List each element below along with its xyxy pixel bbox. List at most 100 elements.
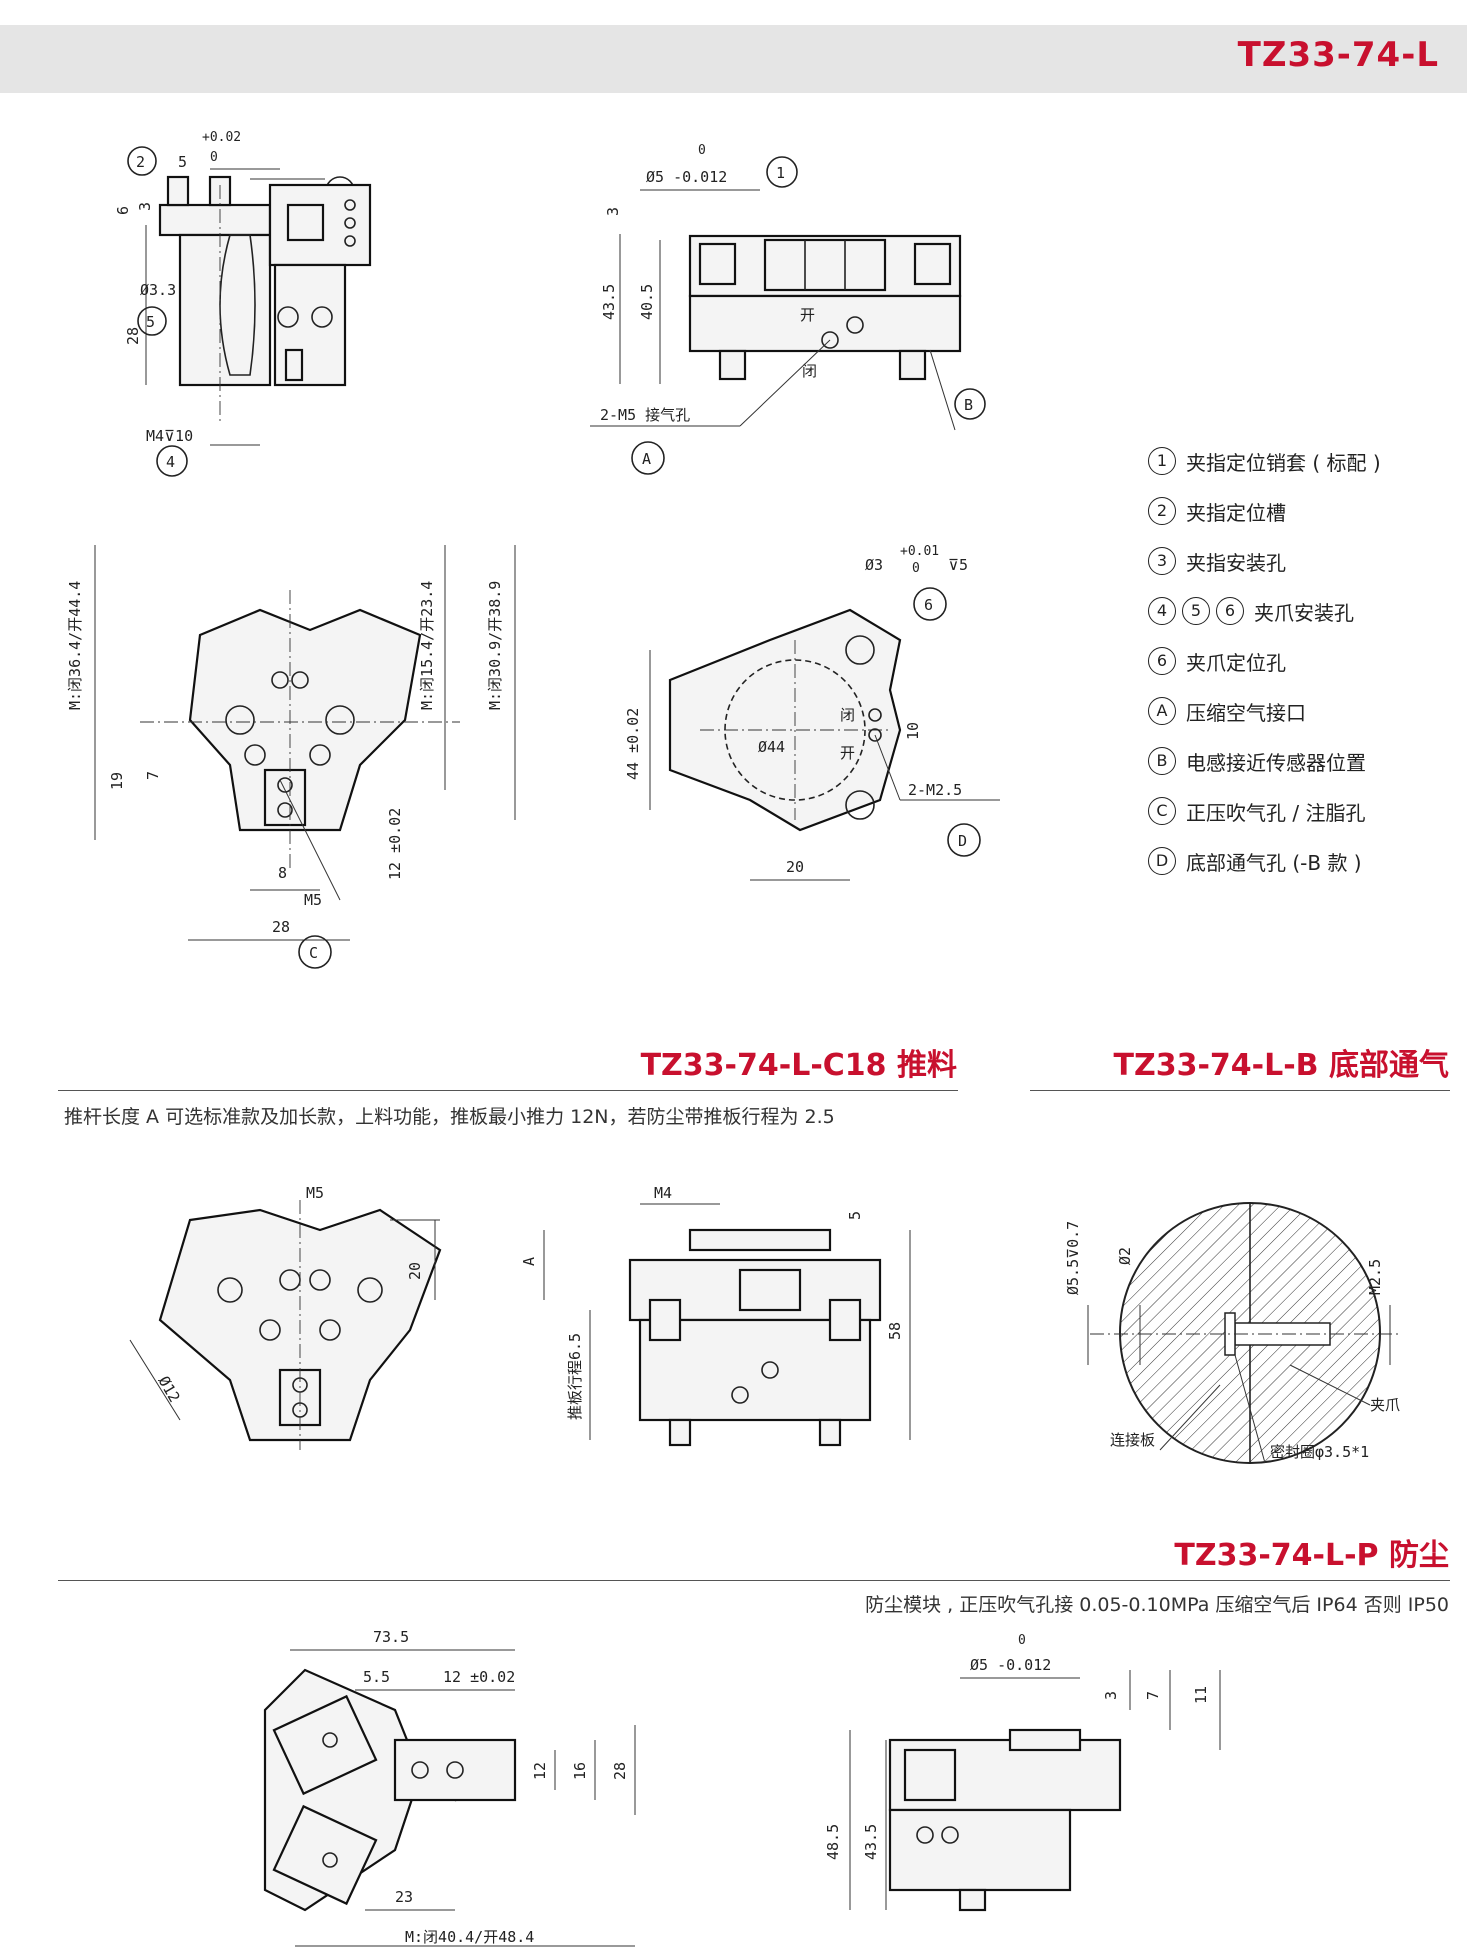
label-m5: M5: [304, 891, 322, 909]
legend-mark: 6: [1148, 647, 1176, 675]
label-seal: 密封圈φ3.5*1: [1270, 1443, 1369, 1461]
dim-48-5: 48.5: [824, 1824, 842, 1860]
dim-44-tol: 44 ±0.02: [624, 708, 642, 780]
legend-item: A 压缩空气接口: [1148, 686, 1448, 736]
dim-5: 5: [846, 1211, 864, 1220]
drawing-bottom-view: +0.01 0 Ø3 ⊽5 6 44 ±0.02 闭 开 Ø44 10 2-M2…: [624, 544, 1000, 881]
label-jaw: 夹爪: [1370, 1396, 1400, 1414]
dim-10: 10: [904, 722, 922, 740]
legend-mark: 4: [1148, 597, 1176, 625]
dim-12: 12: [531, 1762, 549, 1780]
dim-43-5: 43.5: [600, 284, 618, 320]
legend-mark: 2: [1148, 497, 1176, 525]
dim-8: 8: [278, 864, 287, 882]
dim-43-5: 43.5: [862, 1824, 880, 1860]
legend-item: B 电感接近传感器位置: [1148, 736, 1448, 786]
legend-label: 电感接近传感器位置: [1186, 750, 1366, 775]
label-closed: 闭: [802, 362, 817, 380]
dim-12-tol: 12 ±0.02: [443, 1668, 515, 1686]
section-desc-p: 防尘模块 , 正压吹气孔接 0.05-0.10MPa 压缩空气后 IP64 否则…: [865, 1594, 1449, 1616]
label-m5: M5: [306, 1184, 324, 1202]
legend-label: 压缩空气接口: [1186, 700, 1306, 725]
section-title-c18: TZ33-74-L-C18 推料: [640, 1048, 957, 1083]
dim-73-5: 73.5: [373, 1628, 409, 1646]
label-m4-depth: M4⊽10: [146, 427, 193, 445]
dim-7: 7: [1144, 1691, 1162, 1700]
dim-phi-3: Ø3: [865, 556, 883, 574]
drawing-p-top: 73.5 5.5 12 ±0.02 12 16 28 23 M:闭40.4/开4…: [263, 1628, 636, 1947]
section-rule-b: [1030, 1090, 1450, 1091]
drawing-p-side: 0 Ø5 -0.012 3 7 11 48.5 43.5: [824, 1633, 1221, 1912]
legend-mark: C: [1148, 797, 1176, 825]
tol-plus: +0.02: [202, 130, 241, 145]
legend-mark: B: [1148, 747, 1176, 775]
legend: 1 夹指定位销套 ( 标配 ) 2 夹指定位槽 3 夹指安装孔 4 5 6 夹爪…: [1148, 436, 1448, 886]
label-2-m5: 2-M5 接气孔: [600, 406, 690, 424]
drawing-c18-top: M5 20 Ø12: [129, 1184, 442, 1450]
legend-label: 底部通气孔 (-B 款 ): [1186, 850, 1362, 875]
dim-m-30-9: M:闭30.9/开38.9: [486, 581, 504, 710]
callout-6: 6: [924, 596, 933, 614]
drawing-front-view: 0 Ø5 -0.012 1 3 43.5 40.5 开 闭 2-M5 接气孔 B…: [590, 143, 986, 475]
dim-20: 20: [406, 1262, 424, 1280]
legend-label: 夹爪定位孔: [1186, 650, 1286, 675]
callout-C: C: [309, 944, 318, 962]
tol-zero: 0: [698, 143, 706, 158]
legend-label: 夹指安装孔: [1186, 550, 1286, 575]
label-open: 开: [840, 744, 855, 762]
callout-B: B: [964, 396, 973, 414]
tol-plus: +0.01: [900, 544, 939, 559]
section-title-p: TZ33-74-L-P 防尘: [1174, 1538, 1449, 1573]
dim-20: 20: [786, 858, 804, 876]
page-title: TZ33-74-L: [1237, 35, 1439, 75]
dim-phi-12: Ø12: [155, 1373, 184, 1405]
dim-23: 23: [395, 1888, 413, 1906]
dim-6: 6: [114, 206, 132, 215]
dim-phi-5-5: Ø5.5⊽0.7: [1064, 1221, 1082, 1295]
dim-depth-5: ⊽5: [948, 556, 968, 574]
callout-D: D: [958, 832, 967, 850]
legend-item: 2 夹指定位槽: [1148, 486, 1448, 536]
section-title-b: TZ33-74-L-B 底部通气: [1113, 1048, 1450, 1083]
section-rule-p: [58, 1580, 1450, 1581]
callout-4: 4: [166, 453, 175, 471]
legend-label: 夹爪安装孔: [1254, 600, 1354, 625]
dim-7: 7: [144, 771, 162, 780]
legend-mark: 6: [1216, 597, 1244, 625]
dim-5: 5: [178, 153, 187, 171]
dim-m-15-4: M:闭15.4/开23.4: [418, 581, 436, 710]
dim-5-5: 5.5: [363, 1668, 390, 1686]
callout-2: 2: [136, 153, 145, 171]
legend-item: 6 夹爪定位孔: [1148, 636, 1448, 686]
legend-item: 3 夹指安装孔: [1148, 536, 1448, 586]
legend-mark: 5: [1182, 597, 1210, 625]
section-rule-c18: [58, 1090, 958, 1091]
legend-item: C 正压吹气孔 / 注脂孔: [1148, 786, 1448, 836]
label-m4: M4: [654, 1184, 672, 1202]
legend-label: 夹指定位销套 ( 标配 ): [1186, 450, 1381, 475]
section-desc-c18: 推杆长度 A 可选标准款及加长款，上料功能，推板最小推力 12N，若防尘带推板行…: [64, 1106, 835, 1128]
dim-3: 3: [136, 202, 154, 211]
drawing-top-view-m: M:闭36.4/开44.4 M:闭15.4/开23.4 M:闭30.9/开38.…: [66, 545, 516, 969]
label-2-m2-5: 2-M2.5: [908, 781, 962, 799]
dim-40-5: 40.5: [638, 284, 656, 320]
dim-A: A: [520, 1257, 538, 1266]
dim-11: 11: [1192, 1686, 1210, 1704]
dim-phi-44: Ø44: [758, 738, 785, 756]
dim-58: 58: [886, 1322, 904, 1340]
label-plate: 连接板: [1110, 1431, 1155, 1449]
dim-12-tol: 12 ±0.02: [386, 808, 404, 880]
dim-m-36-4: M:闭36.4/开44.4: [66, 581, 84, 710]
dim-phi-5: Ø5 -0.012: [646, 168, 727, 186]
dim-28: 28: [611, 1762, 629, 1780]
dim-16: 16: [571, 1762, 589, 1780]
callout-5: 5: [146, 313, 155, 331]
label-m2-5: M2.5: [1366, 1259, 1384, 1295]
dim-m-40-4: M:闭40.4/开48.4: [405, 1928, 534, 1946]
dim-phi-5: Ø5 -0.012: [970, 1656, 1051, 1674]
drawing-c18-side: M4 5 A 58 推板行程6.5: [520, 1184, 911, 1447]
legend-item: 1 夹指定位销套 ( 标配 ): [1148, 436, 1448, 486]
legend-label: 夹指定位槽: [1186, 500, 1286, 525]
callout-1: 1: [776, 164, 785, 182]
label-open: 开: [800, 306, 815, 324]
